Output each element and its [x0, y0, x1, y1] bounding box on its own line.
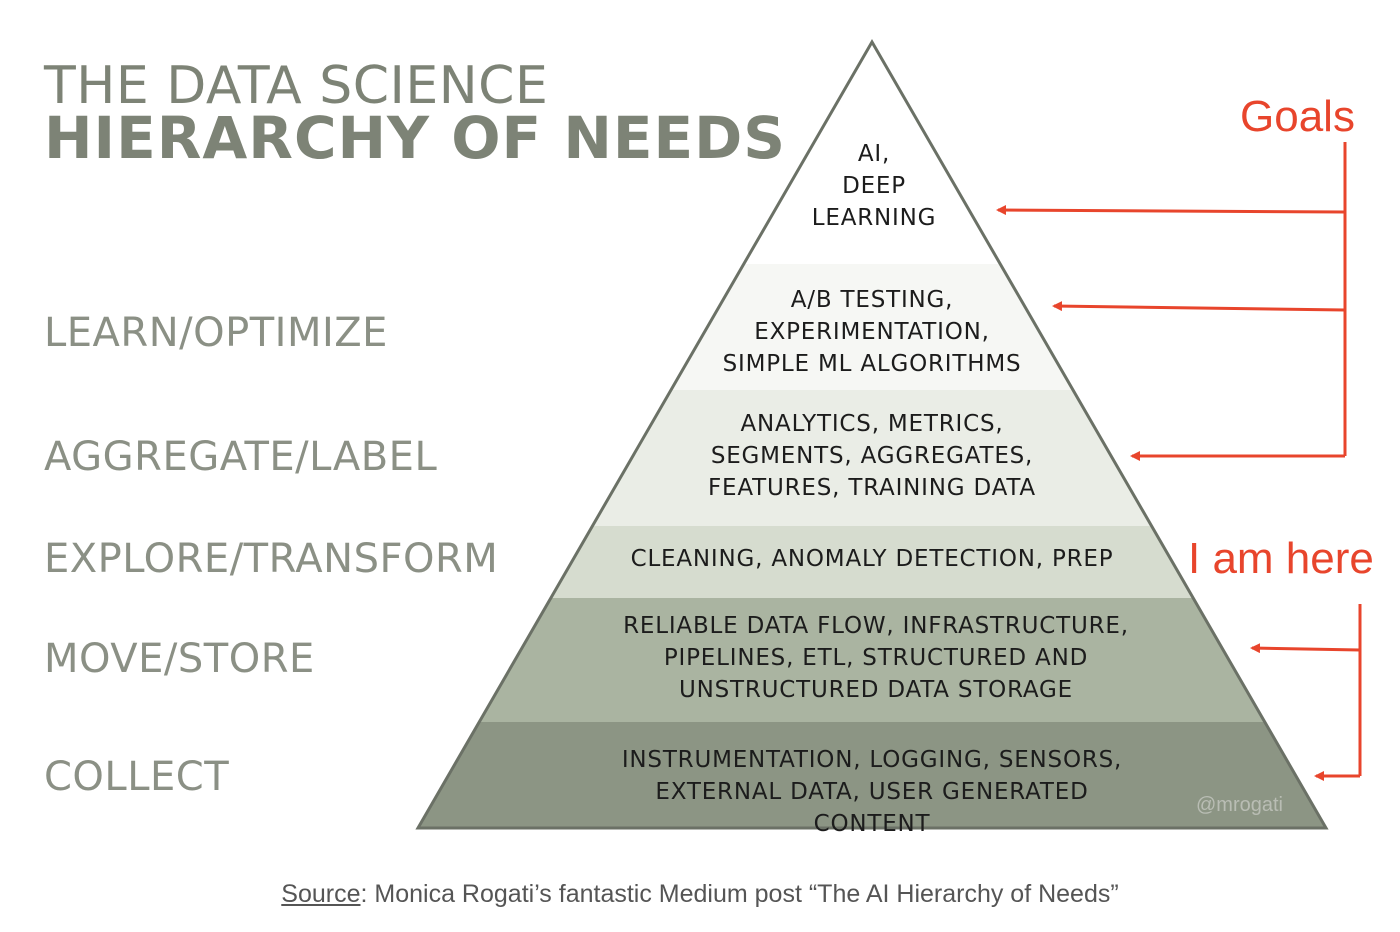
- pyramid-level-data-flow: [418, 598, 1326, 722]
- watermark: @mrogati: [1196, 794, 1283, 816]
- goals-arrows: [996, 142, 1347, 461]
- level-text-analytics: ANALYTICS, METRICS, SEGMENTS, AGGREGATES…: [708, 411, 1036, 501]
- caption-text: : Monica Rogati’s fantastic Medium post …: [360, 880, 1119, 908]
- stage-learn-optimize: LEARN/OPTIMIZE: [44, 310, 388, 356]
- stage-collect: COLLECT: [44, 754, 230, 800]
- title-line-1: THE DATA SCIENCE: [44, 56, 549, 116]
- i-am-here-annotation: I am here: [1188, 534, 1374, 583]
- level-text-ai: AI, DEEP LEARNING: [811, 141, 937, 231]
- stage-aggregate-label: AGGREGATE/LABEL: [44, 434, 438, 480]
- pyramid-level-ai: [418, 42, 1326, 264]
- stage-move-store: MOVE/STORE: [44, 636, 315, 682]
- level-text-cleaning: CLEANING, ANOMALY DETECTION, PREP: [630, 546, 1114, 572]
- pyramid-level-instrumentation: [418, 722, 1326, 828]
- level-text-instrumentation: INSTRUMENTATION, LOGGING, SENSORS, EXTER…: [621, 747, 1123, 837]
- here-arrows: [1250, 604, 1362, 781]
- pyramid-level-ab-testing: [418, 264, 1326, 390]
- level-text-data-flow: RELIABLE DATA FLOW, INFRASTRUCTURE, PIPE…: [623, 613, 1129, 703]
- stage-explore-transform: EXPLORE/TRANSFORM: [44, 536, 499, 582]
- source-link[interactable]: Source: [281, 880, 361, 908]
- goals-annotation: Goals: [1240, 92, 1355, 141]
- figure-caption: Source: Monica Rogati’s fantastic Medium…: [0, 880, 1400, 909]
- pyramid-level-analytics: [418, 390, 1326, 526]
- title-line-2: HIERARCHY OF NEEDS: [44, 104, 787, 172]
- level-text-ab-testing: A/B TESTING, EXPERIMENTATION, SIMPLE ML …: [722, 287, 1022, 377]
- pyramid-outline: [415, 39, 1329, 830]
